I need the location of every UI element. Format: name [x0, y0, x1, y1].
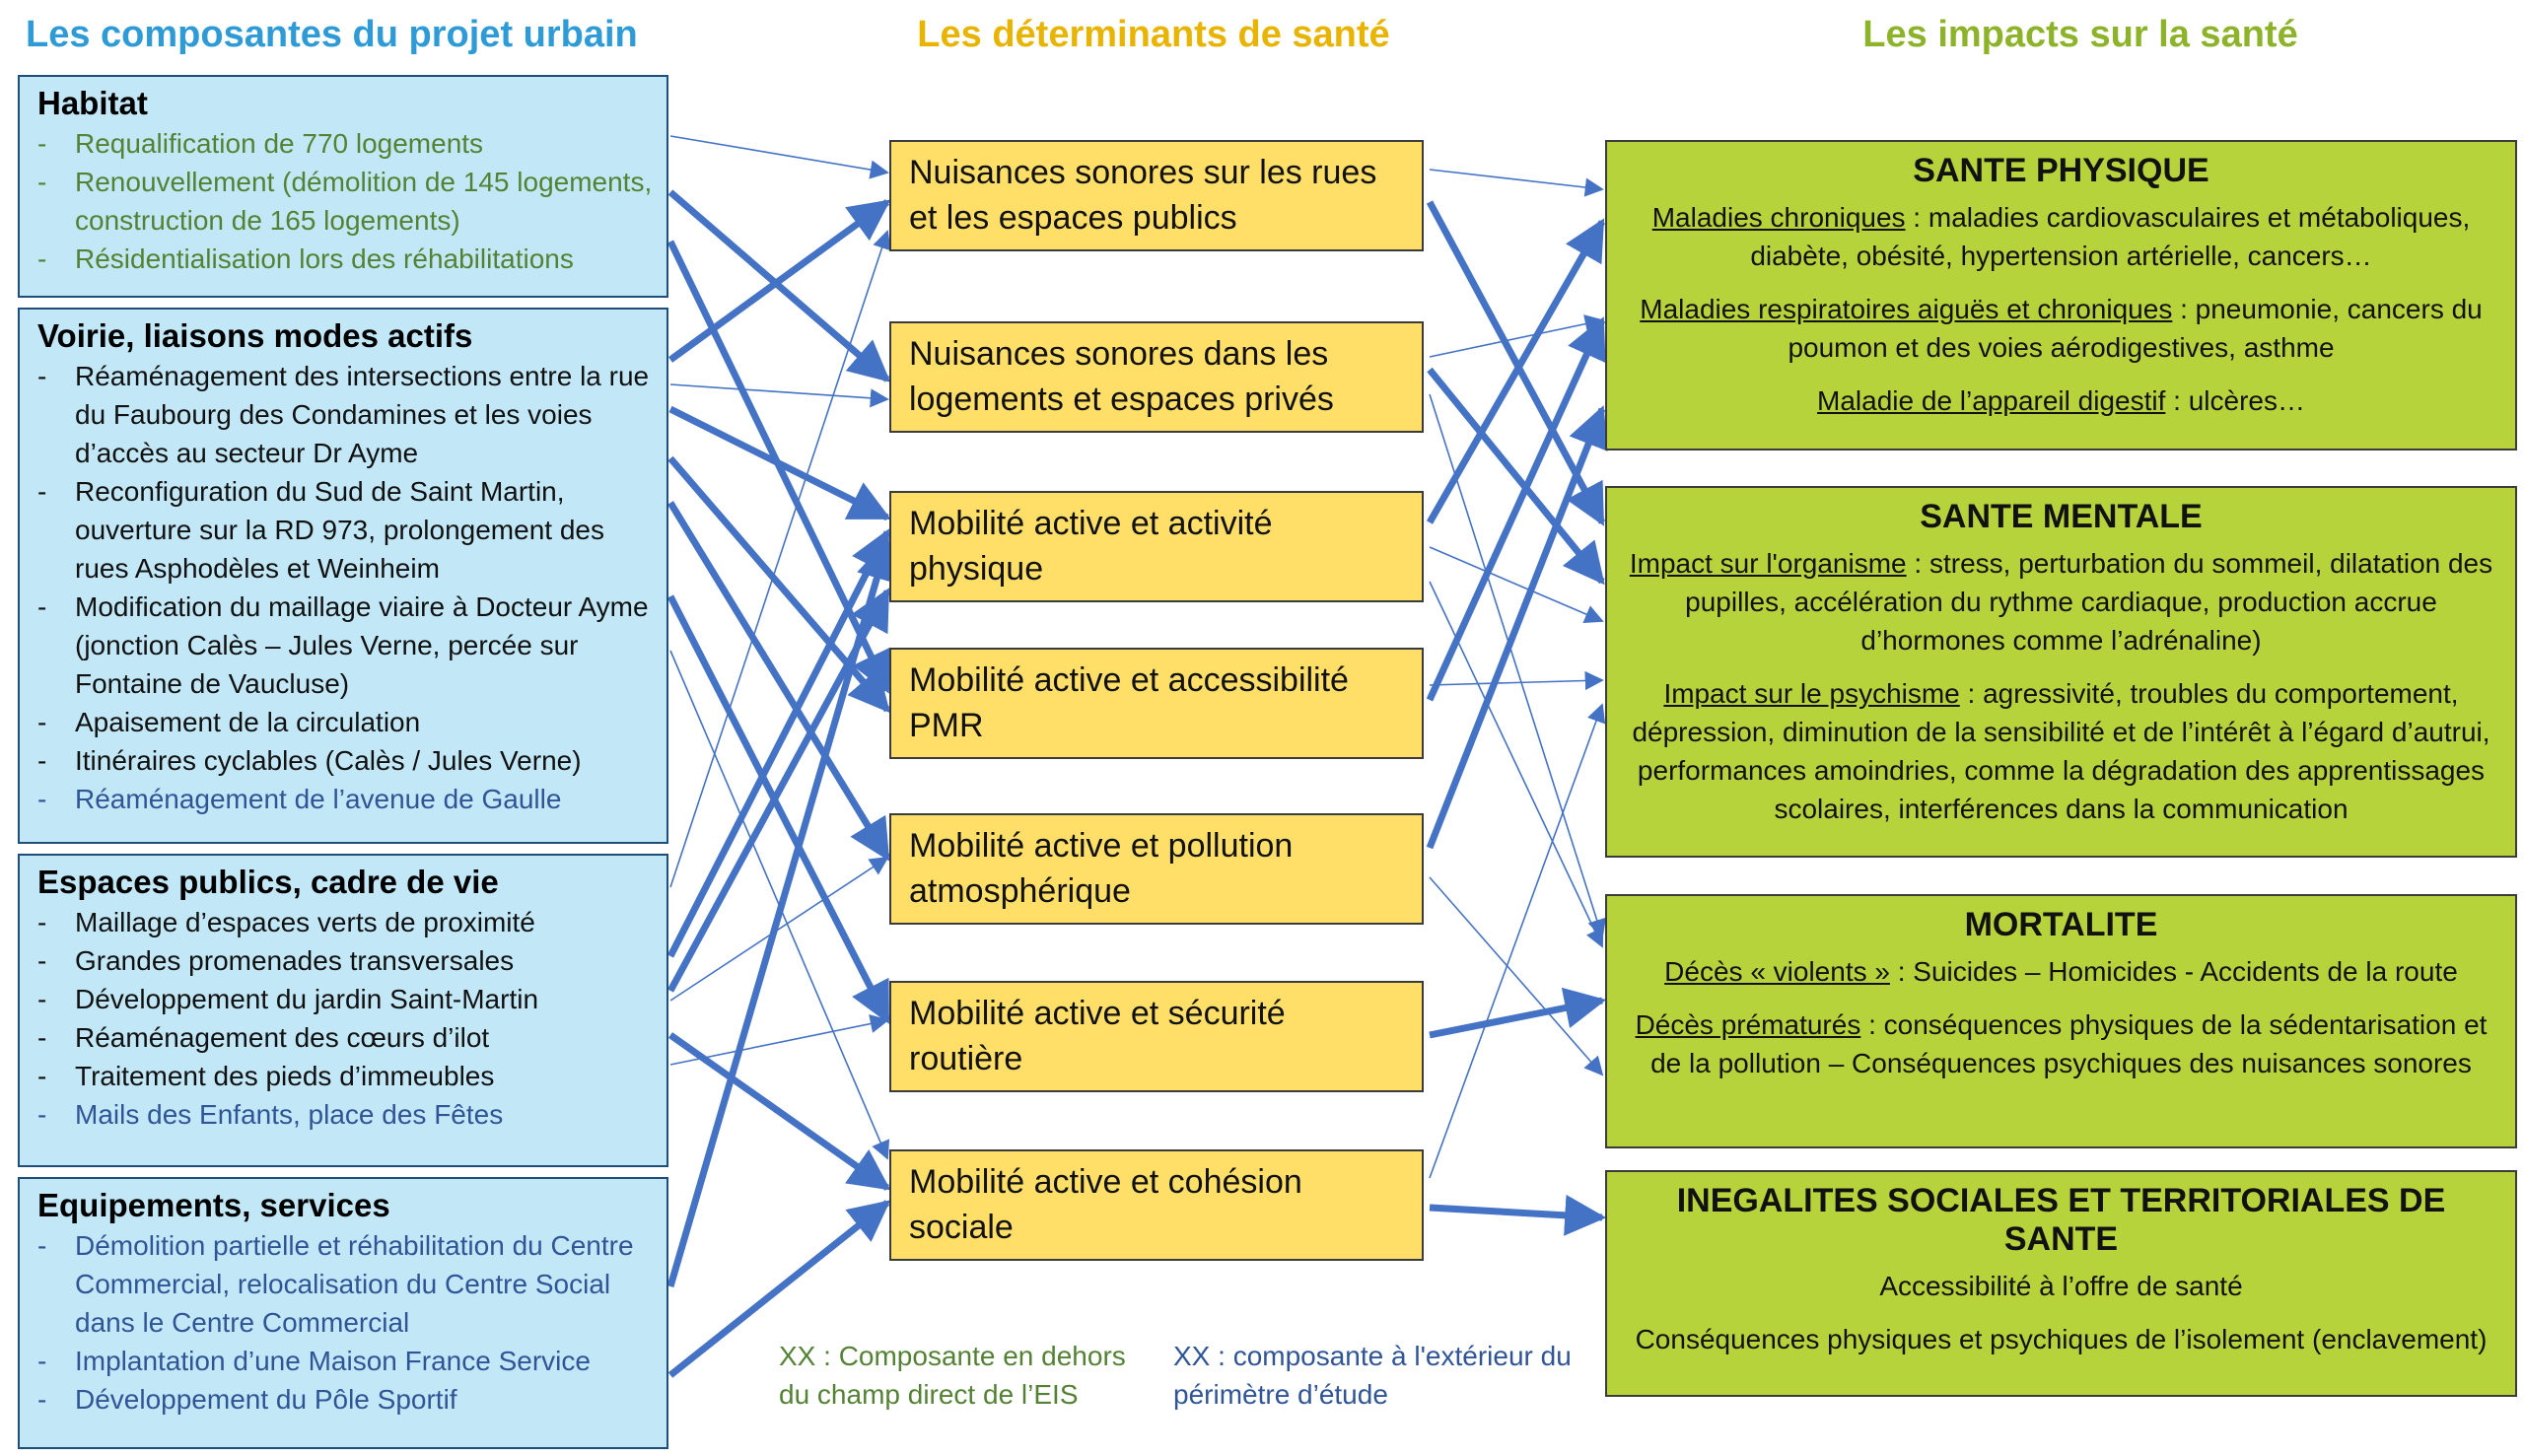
arrow-strong	[666, 537, 897, 1287]
impact-paragraph: Maladie de l’appareil digestif : ulcères…	[1817, 385, 2305, 416]
arrow-weak	[1429, 314, 1604, 358]
composante-title: Habitat	[37, 85, 148, 121]
impact-paragraph: Conséquences physiques et psychiques de …	[1635, 1324, 2488, 1354]
list-item: Reconfiguration du Sud de Saint Martin, …	[37, 472, 653, 588]
impacts-title: Les impacts sur la santé	[1862, 14, 2298, 55]
arrow-weak	[669, 230, 891, 888]
legend-green: XX : Composante en dehors du champ direc…	[779, 1341, 1126, 1410]
arrow-strong	[667, 1200, 891, 1378]
impact-title: SANTE MENTALE	[1920, 498, 2203, 535]
impact-sante-mentale: SANTE MENTALE Impact sur l'organisme : s…	[1605, 486, 2517, 858]
arrow-strong	[668, 405, 891, 521]
impact-mortalite: MORTALITE Décès « violents » : Suicides …	[1605, 894, 2517, 1148]
arrow-strong	[1426, 405, 1608, 850]
arrow-weak	[669, 650, 890, 1160]
list-item: Requalification de 770 logements	[37, 124, 653, 163]
legend-blue: XX : composante à l'extérieur du périmèt…	[1173, 1341, 1572, 1410]
list-item: Maillage d’espaces verts de proximité	[37, 903, 653, 941]
list-item: Itinéraires cyclables (Calès / Jules Ver…	[37, 741, 653, 780]
list-item: Mails des Enfants, place des Fêtes	[37, 1095, 653, 1134]
arrow-strong	[667, 455, 890, 714]
arrow-strong	[666, 594, 891, 1024]
impact-paragraph: Décès « violents » : Suicides – Homicide…	[1664, 956, 2458, 987]
determinant-nuisances-logements: Nuisances sonores dans les logements et …	[889, 321, 1424, 433]
composante-equipements: Equipements, services Démolition partiel…	[18, 1177, 668, 1449]
composante-voirie: Voirie, liaisons modes actifs Réaménagem…	[18, 308, 668, 844]
arrow-strong	[667, 199, 891, 363]
arrow-strong	[1426, 316, 1606, 702]
impact-inegalites: INEGALITES SOCIALES ET TERRITORIALES DE …	[1605, 1170, 2517, 1397]
list-item: Implantation d’une Maison France Service	[37, 1342, 653, 1380]
list-item: Démolition partielle et réhabilitation d…	[37, 1226, 653, 1342]
arrow-strong	[1429, 987, 1607, 1039]
arrow-strong	[1426, 200, 1606, 526]
arrow-strong	[667, 189, 891, 382]
arrow-weak	[1429, 169, 1604, 197]
list-item: Modification du maillage viaire à Docteu…	[37, 588, 653, 703]
determinant-activite-physique: Mobilité active et activité physique	[889, 491, 1424, 602]
arrow-strong	[667, 1032, 891, 1191]
arrow-weak	[1429, 546, 1604, 624]
arrow-strong	[667, 501, 890, 862]
list-item: Développement du Pôle Sportif	[37, 1380, 653, 1419]
arrow-strong	[1426, 218, 1606, 524]
composante-title: Equipements, services	[37, 1187, 390, 1223]
arrow-strong	[1427, 367, 1605, 586]
list-item: Réaménagement de l’avenue de Gaulle	[37, 780, 653, 818]
list-item: Réaménagement des cœurs d’ilot	[37, 1018, 653, 1057]
list-item: Réaménagement des intersections entre la…	[37, 357, 653, 472]
determinant-pollution: Mobilité active et pollution atmosphériq…	[889, 813, 1424, 925]
determinant-nuisances-rues: Nuisances sonores sur les rues et les es…	[889, 140, 1424, 251]
determinants-title: Les déterminants de santé	[917, 14, 1390, 55]
composante-title: Espaces publics, cadre de vie	[37, 864, 499, 900]
impact-paragraph: Accessibilité à l’offre de santé	[1879, 1271, 2243, 1301]
impact-sante-physique: SANTE PHYSIQUE Maladies chroniques : mal…	[1605, 140, 2517, 451]
list-item: Traitement des pieds d’immeubles	[37, 1057, 653, 1095]
composante-title: Voirie, liaisons modes actifs	[37, 317, 473, 354]
determinant-cohesion-sociale: Mobilité active et cohésion sociale	[889, 1149, 1424, 1261]
arrow-weak	[669, 383, 889, 408]
determinant-securite-routiere: Mobilité active et sécurité routière	[889, 981, 1424, 1092]
impact-paragraph: Maladies chroniques : maladies cardiovas…	[1651, 202, 2471, 271]
list-item: Grandes promenades transversales	[37, 941, 653, 980]
arrow-strong	[1429, 1194, 1607, 1236]
arrow-weak	[669, 1014, 889, 1066]
arrow-weak	[1429, 393, 1606, 938]
arrow-weak	[1429, 670, 1604, 691]
impact-title: SANTE PHYSIQUE	[1913, 152, 2209, 189]
composantes-title: Les composantes du projet urbain	[26, 14, 638, 55]
composante-espaces-publics: Espaces publics, cadre de vie Maillage d…	[18, 854, 668, 1167]
composante-habitat: Habitat Requalification de 770 logements…	[18, 75, 668, 298]
list-item: Apaisement de la circulation	[37, 703, 653, 741]
list-item: Renouvellement (démolition de 145 logeme…	[37, 163, 653, 240]
impact-paragraph: Impact sur le psychisme : agressivité, t…	[1632, 678, 2490, 824]
arrow-weak	[669, 856, 889, 1002]
arrow-weak	[1429, 876, 1604, 1076]
determinant-accessibilite-pmr: Mobilité active et accessibilité PMR	[889, 648, 1424, 759]
impact-paragraph: Impact sur l'organisme : stress, perturb…	[1629, 548, 2493, 656]
arrow-weak	[1429, 581, 1604, 948]
arrow-weak	[669, 135, 889, 179]
impact-paragraph: Maladies respiratoires aiguës et chroniq…	[1640, 294, 2483, 363]
impact-title: INEGALITES SOCIALES ET TERRITORIALES DE …	[1676, 1182, 2446, 1258]
arrow-weak	[1429, 703, 1606, 1179]
arrow-strong	[666, 528, 891, 958]
list-item: Développement du jardin Saint-Martin	[37, 980, 653, 1018]
list-item: Résidentialisation lors des réhabilitati…	[37, 240, 653, 278]
impact-paragraph: Décès prématurés : conséquences physique…	[1635, 1009, 2488, 1078]
impact-title: MORTALITE	[1964, 906, 2158, 943]
